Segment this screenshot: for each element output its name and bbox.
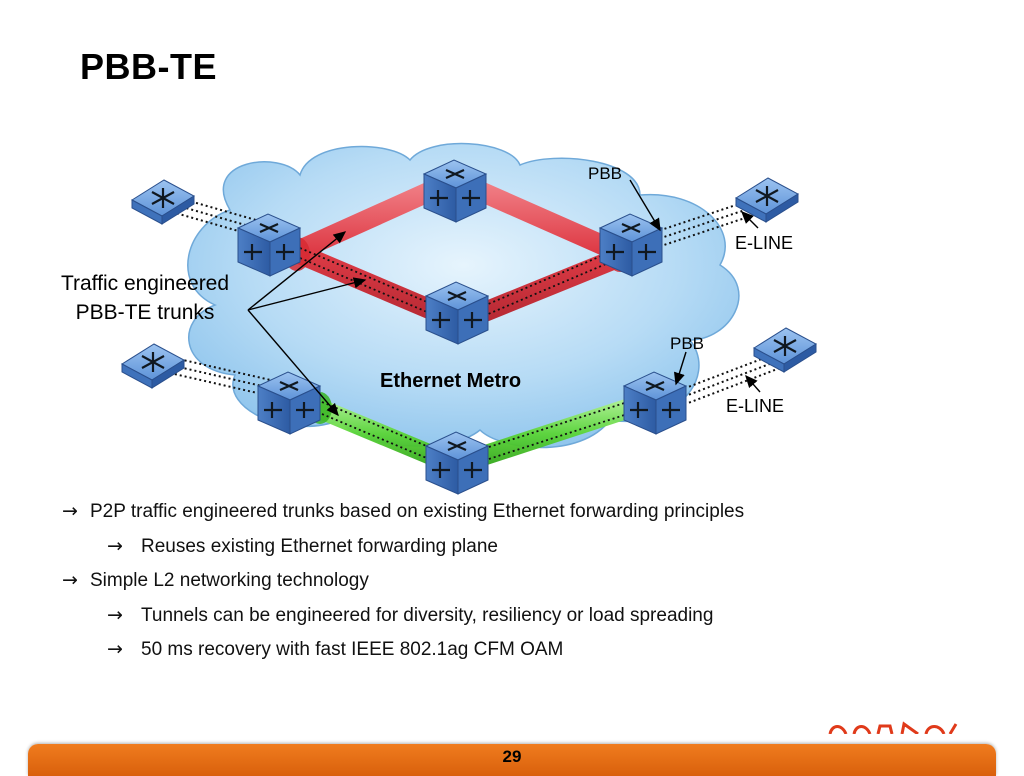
- bullet-item: →50 ms recovery with fast IEEE 802.1ag C…: [107, 638, 564, 660]
- page-number: 29: [502, 747, 522, 766]
- footer-bar: 29: [28, 744, 996, 776]
- slide-title: PBB-TE: [80, 46, 217, 87]
- arrow-icon: →: [107, 638, 123, 660]
- callout-lines: [247, 179, 761, 417]
- bullet-item: →Simple L2 networking technology: [62, 569, 369, 591]
- logo-fragment: [828, 718, 960, 734]
- switch-icon: [120, 342, 186, 390]
- bullet-item: →Tunnels can be engineered for diversity…: [107, 604, 714, 626]
- arrow-icon: →: [107, 535, 123, 557]
- cloud-label: Ethernet Metro: [380, 370, 521, 392]
- bottom-pbb-label: PBB: [670, 334, 704, 353]
- arrow-icon: →: [107, 604, 123, 626]
- bullet-item: →P2P traffic engineered trunks based on …: [62, 500, 745, 522]
- trunks-label-line2: PBB-TE trunks: [76, 301, 215, 324]
- switch-icon: [130, 178, 196, 226]
- network-diagram: Ethernet Metro Traffic engineered PBB-TE…: [61, 142, 818, 496]
- arrow-icon: →: [62, 500, 78, 522]
- switch-icon: [424, 430, 490, 496]
- top-pbb-label: PBB: [588, 164, 622, 183]
- bottom-eline-label: E-LINE: [726, 396, 784, 416]
- arrow-icon: →: [62, 569, 78, 591]
- switch-icon: [752, 326, 818, 374]
- top-eline-label: E-LINE: [735, 233, 793, 253]
- bullet-item: →Reuses existing Ethernet forwarding pla…: [107, 535, 498, 557]
- trunks-label-line1: Traffic engineered: [61, 272, 229, 295]
